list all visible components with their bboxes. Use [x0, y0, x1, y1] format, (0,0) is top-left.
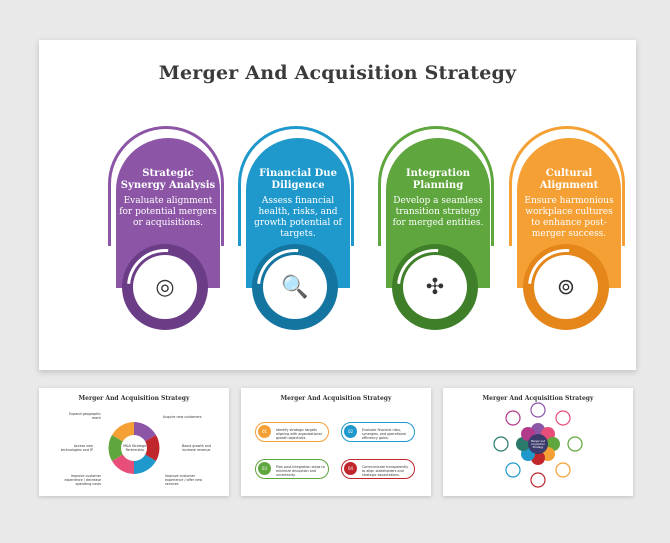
- icon-ring: ✣: [381, 233, 489, 341]
- thumbnail-slide-2[interactable]: Merger And Acquisition Strategy 01 Ident…: [241, 388, 431, 496]
- thumbnail-slide-1[interactable]: Merger And Acquisition Strategy M&A Stra…: [39, 388, 229, 496]
- thumbnail-title: Merger And Acquisition Strategy: [482, 395, 594, 402]
- icon-ring: ◎: [111, 233, 219, 341]
- icon-circle: 🔍: [263, 255, 327, 319]
- pill-item: 03 Plan post-integration steps to minimi…: [255, 459, 329, 479]
- thumbnail-title: Merger And Acquisition Strategy: [78, 395, 190, 402]
- card-description: Evaluate alignment for potential mergers…: [119, 196, 217, 228]
- icon-circle: ✣: [403, 255, 467, 319]
- pill-text: Communicate transparently to align stake…: [362, 465, 409, 477]
- pill-number: 02: [344, 425, 357, 438]
- icon-circle: ◎: [133, 255, 197, 319]
- diagram-label: Acquire new customers: [163, 415, 202, 419]
- petal-diagram: [493, 402, 583, 488]
- network-hub-icon: ✣: [425, 274, 445, 300]
- card-title: Integration Planning: [405, 168, 471, 191]
- pill-number: 03: [258, 462, 271, 475]
- icon-ring: 🔍: [241, 233, 349, 341]
- card-arch: [378, 126, 494, 246]
- card-integration-planning: Integration Planning Develop a seamless …: [377, 126, 499, 341]
- diagram-label: Expand geographic reach: [69, 412, 101, 420]
- card-description: Ensure harmonious workplace cultures to …: [524, 196, 614, 239]
- diagram-center-label: M&A Strategic Partnership: [123, 444, 147, 452]
- diagram-label: Access new technologies and IP: [60, 444, 93, 452]
- diagram-label: Improve customer experience / offer new …: [165, 474, 203, 486]
- pill-item: 02 Evaluate financial risks, synergies, …: [341, 422, 415, 442]
- main-slide-preview[interactable]: Merger And Acquisition Strategy Strategi…: [39, 40, 636, 370]
- card-arch: [238, 126, 354, 246]
- flower-diagram: [108, 422, 160, 474]
- thumbnail-slide-3[interactable]: Merger And Acquisition Strategy Merger a…: [443, 388, 633, 496]
- thumbnail-title: Merger And Acquisition Strategy: [280, 395, 392, 402]
- icon-circle: ⊚: [534, 255, 598, 319]
- pill-text: Evaluate financial risks, synergies, and…: [362, 428, 406, 440]
- card-title: Cultural Alignment: [539, 168, 599, 191]
- diagram-center-label: Merger and Acquisition Strategy: [530, 440, 546, 449]
- target-process-icon: ⊚: [556, 274, 576, 300]
- card-financial-due-diligence: Financial Due Diligence Assess financial…: [237, 126, 359, 341]
- target-team-icon: ◎: [155, 274, 175, 300]
- card-cultural-alignment: Cultural Alignment Ensure harmonious wor…: [508, 126, 630, 341]
- document-search-icon: 🔍: [281, 274, 309, 300]
- pill-text: Plan post-integration steps to minimize …: [276, 465, 325, 477]
- card-title: Financial Due Diligence: [259, 168, 337, 191]
- card-description: Develop a seamless transition strategy f…: [392, 196, 484, 228]
- icon-ring: ⊚: [512, 233, 620, 341]
- pill-item: 01 Identify strategic targets aligning w…: [255, 422, 329, 442]
- pill-text: Identify strategic targets aligning with…: [276, 428, 322, 440]
- pill-number: 01: [258, 425, 271, 438]
- diagram-label: Boost growth and increase revenue: [182, 444, 212, 452]
- card-arch: [509, 126, 625, 246]
- slide-title: Merger And Acquisition Strategy: [158, 62, 517, 84]
- pill-number: 04: [344, 462, 357, 475]
- card-strategic-synergy: Strategic Synergy Analysis Evaluate alig…: [107, 126, 229, 341]
- card-description: Assess financial health, risks, and grow…: [254, 196, 342, 239]
- card-arch: [108, 126, 224, 246]
- diagram-label: Improve customer experience / decrease o…: [64, 474, 102, 486]
- pill-item: 04 Communicate transparently to align st…: [341, 459, 415, 479]
- card-title: Strategic Synergy Analysis: [120, 168, 216, 191]
